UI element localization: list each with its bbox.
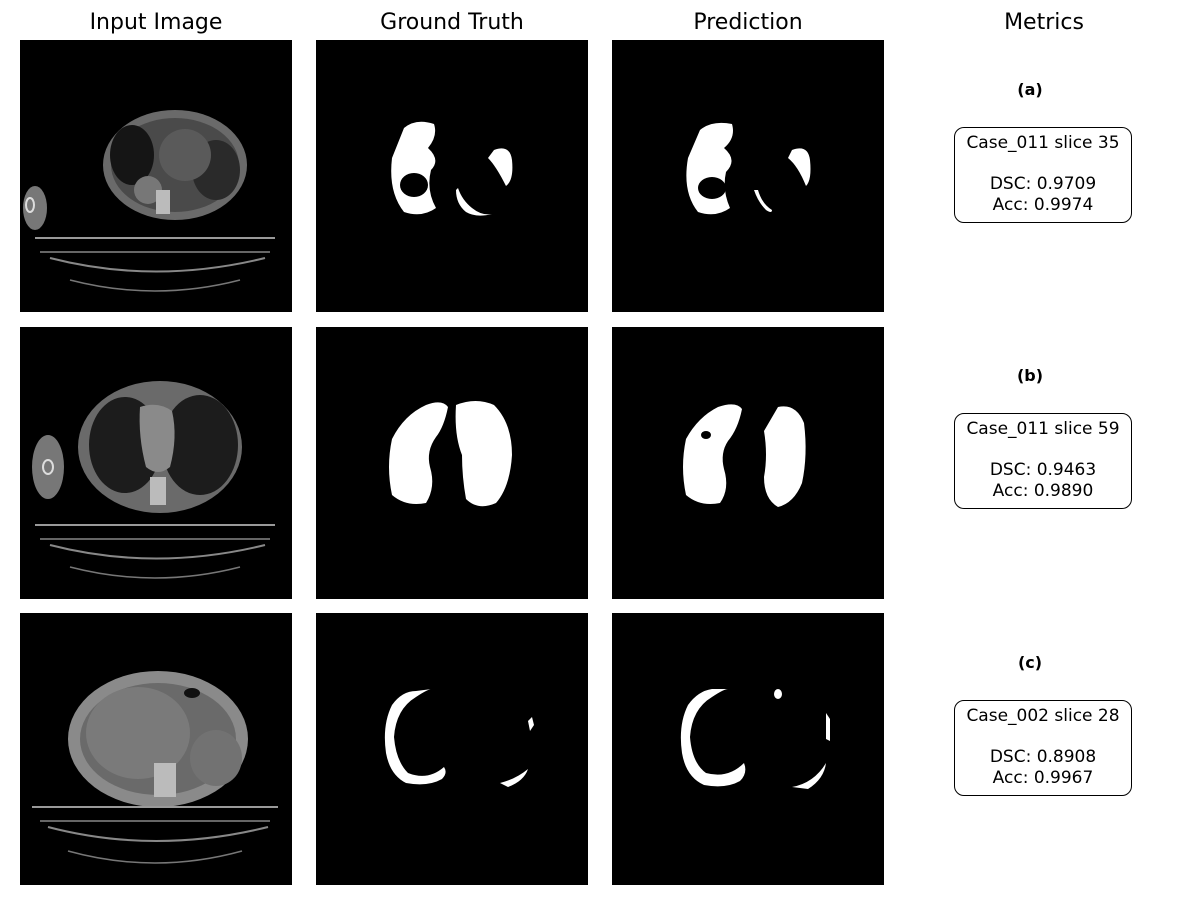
ground-truth-mask-b	[316, 327, 588, 599]
ground-truth-mask-c	[316, 613, 588, 885]
ct-input-image-a	[20, 40, 292, 312]
row-label-a: (a)	[1017, 80, 1043, 99]
ct-input-image-b	[20, 327, 292, 599]
prediction-title: Prediction	[693, 10, 803, 35]
metrics-box-b: Case_011 slice 59 DSC: 0.9463 Acc: 0.989…	[954, 413, 1132, 509]
dsc-value-c: DSC: 0.8908	[989, 747, 1097, 767]
acc-value-b: Acc: 0.9890	[992, 481, 1094, 501]
acc-value-a: Acc: 0.9974	[992, 195, 1094, 215]
ground-truth-mask-a	[316, 40, 588, 312]
dsc-value-b: DSC: 0.9463	[989, 460, 1097, 480]
prediction-mask-c	[612, 613, 884, 885]
row-label-c: (c)	[1017, 653, 1043, 672]
prediction-mask-b	[612, 327, 884, 599]
metrics-title: Metrics	[1004, 10, 1084, 35]
row-label-b: (b)	[1016, 366, 1044, 385]
metrics-box-c: Case_002 slice 28 DSC: 0.8908 Acc: 0.996…	[954, 700, 1132, 796]
case-slice-label-c: Case_002 slice 28	[966, 706, 1120, 726]
case-slice-label-b: Case_011 slice 59	[966, 419, 1120, 439]
ct-input-image-c	[20, 613, 292, 885]
prediction-mask-a	[612, 40, 884, 312]
dsc-value-a: DSC: 0.9709	[989, 174, 1097, 194]
ground-truth-title: Ground Truth	[380, 10, 524, 35]
input-image-title: Input Image	[89, 10, 223, 35]
metrics-box-a: Case_011 slice 35 DSC: 0.9709 Acc: 0.997…	[954, 127, 1132, 223]
acc-value-c: Acc: 0.9967	[992, 768, 1094, 788]
case-slice-label-a: Case_011 slice 35	[966, 133, 1120, 153]
